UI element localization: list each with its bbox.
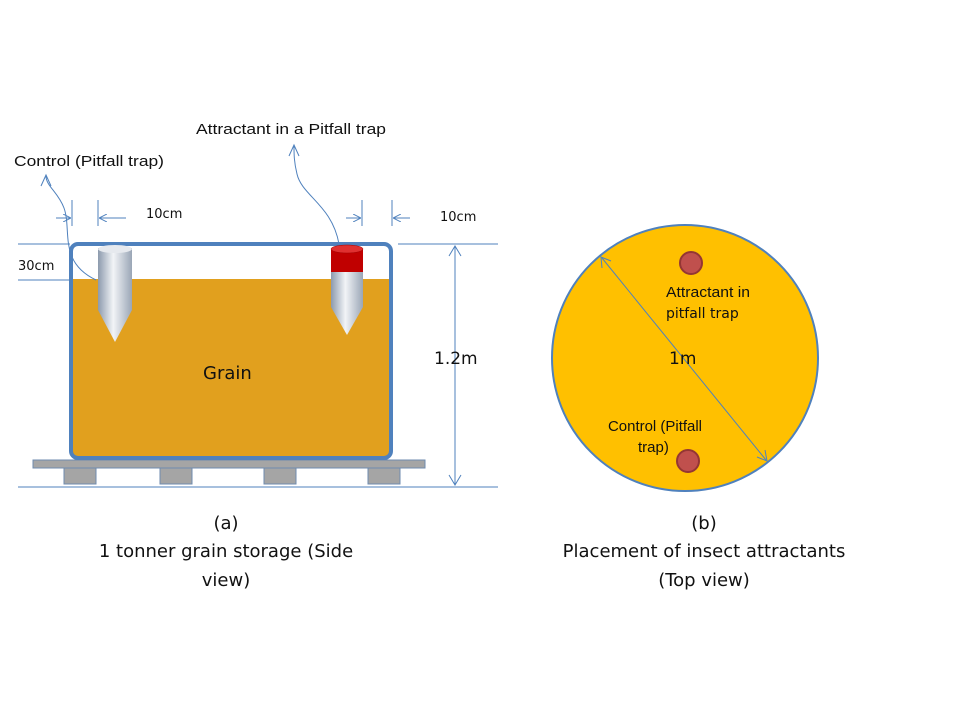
top-view: Attractant in pitfall trap 1m Control (P…: [551, 224, 846, 591]
caption-a-letter: (a): [213, 513, 238, 534]
caption-b-letter: (b): [691, 513, 716, 534]
control-callout-label: Control (Pitfall trap): [14, 153, 164, 170]
pallet: [32, 459, 426, 485]
attractant-trap-label-line2: pitfall trap: [666, 306, 739, 322]
grain-label: Grain: [203, 363, 252, 384]
pallet-leg: [263, 467, 297, 485]
control-trap-marker: [676, 449, 700, 473]
caption-b-line1: Placement of insect attractants: [563, 541, 846, 562]
callout-arrows: [40, 143, 340, 281]
diameter-line: [600, 256, 768, 462]
dim-height-label: 1.2m: [434, 349, 478, 369]
pallet-leg: [159, 467, 193, 485]
control-pitfall-trap: [98, 245, 132, 342]
caption-a-line2: view): [202, 570, 250, 591]
storage-top-circle: [551, 224, 819, 492]
caption-a-line1: 1 tonner grain storage (Side: [99, 541, 353, 562]
attractant-trap-label-line1: Attractant in: [666, 284, 750, 301]
dimension-lines: [18, 200, 498, 486]
caption-b-line2: (Top view): [658, 570, 750, 591]
attractant-pitfall-trap: [330, 244, 364, 335]
dim-depth-label: 30cm: [18, 259, 54, 274]
storage-container: [69, 242, 393, 460]
dim-right-label: 10cm: [440, 210, 476, 225]
attractant-trap-marker: [679, 251, 703, 275]
side-view: Control (Pitfall trap) Attractant in a P…: [14, 121, 498, 591]
pallet-leg: [367, 467, 401, 485]
pallet-leg: [63, 467, 97, 485]
dim-left-label: 10cm: [146, 207, 182, 222]
control-trap-label-line2: trap): [638, 439, 669, 456]
attractant-callout-label: Attractant in a Pitfall trap: [196, 121, 386, 138]
diameter-label: 1m: [669, 349, 696, 369]
control-trap-label-line1: Control (Pitfall: [608, 418, 702, 435]
pallet-board: [32, 459, 426, 469]
